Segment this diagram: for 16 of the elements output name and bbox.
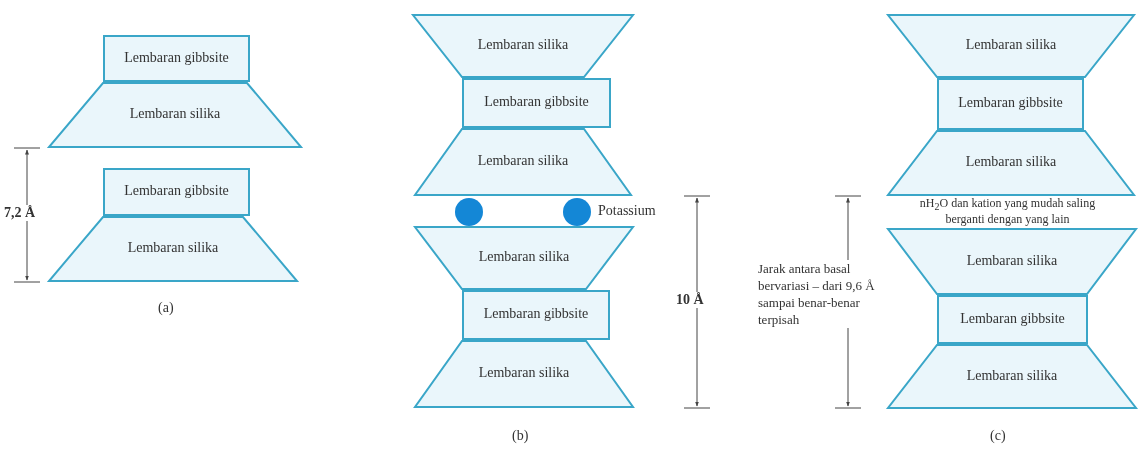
sheet-label: Lembaran silika	[477, 249, 571, 265]
sheet-label: Lembaran silika	[476, 153, 570, 169]
sheet-label: Lembaran gibbsite	[482, 306, 590, 322]
sheet-label: Lembaran silika	[965, 367, 1059, 384]
sheet-label: Lembaran gibbsite	[957, 95, 1064, 111]
sheet-label: Lembaran gibbsite	[959, 310, 1066, 327]
sheet-label: Lembaran gibbsite	[123, 49, 230, 66]
sheet-label: Lembaran silika	[477, 365, 571, 381]
sheet-label: Lembaran gibbsite	[123, 183, 230, 199]
sheet-label: Lembaran silika	[964, 37, 1058, 53]
sheet-label: Lembaran silika	[126, 240, 220, 256]
sheet-label: Lembaran gibbsite	[483, 94, 590, 110]
sheet-label: Lembaran silika	[964, 154, 1058, 170]
sheet-label: Lembaran silika	[476, 37, 570, 53]
sheet-label: Lembaran silika	[128, 106, 222, 122]
sheet-label: Lembaran silika	[965, 252, 1059, 269]
